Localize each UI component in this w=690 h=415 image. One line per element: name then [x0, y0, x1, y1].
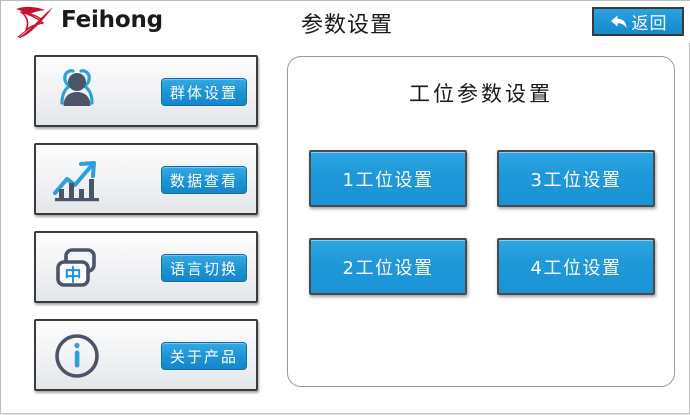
group-users-icon — [49, 65, 105, 121]
language-switch-icon: 中 — [49, 241, 105, 297]
feihong-bird-logo-icon — [9, 3, 61, 41]
info-circle-icon — [49, 329, 105, 385]
sidebar-item-label: 语言切换 — [169, 259, 238, 278]
back-arrow-icon — [609, 13, 629, 31]
station-1-settings-button[interactable]: 1工位设置 — [309, 150, 467, 207]
station-button-label: 1工位设置 — [342, 169, 434, 191]
sidebar: 群体设置 数据查看 — [1, 43, 279, 415]
station-2-settings-button[interactable]: 2工位设置 — [309, 238, 467, 295]
sidebar-item-label: 关于产品 — [169, 347, 238, 366]
sidebar-pill-group-settings[interactable]: 群体设置 — [160, 78, 247, 106]
sidebar-pill-language-switch[interactable]: 语言切换 — [160, 254, 247, 282]
station-3-settings-button[interactable]: 3工位设置 — [497, 150, 655, 207]
sidebar-item-label: 数据查看 — [169, 171, 238, 190]
station-button-label: 4工位设置 — [530, 257, 622, 279]
app-header: Feihong 参数设置 返回 — [1, 1, 690, 43]
station-4-settings-button[interactable]: 4工位设置 — [497, 238, 655, 295]
sidebar-pill-about-product[interactable]: 关于产品 — [160, 342, 247, 370]
station-parameter-panel: 工位参数设置 1工位设置 3工位设置 2工位设置 4工位设置 — [287, 56, 675, 387]
svg-text:中: 中 — [65, 265, 82, 286]
sidebar-item-data-view[interactable]: 数据查看 — [34, 143, 258, 215]
page-title: 参数设置 — [301, 13, 394, 38]
chart-trending-up-icon — [49, 153, 105, 209]
sidebar-item-label: 群体设置 — [169, 83, 238, 102]
back-button-label: 返回 — [631, 14, 668, 34]
sidebar-item-group-settings[interactable]: 群体设置 — [34, 55, 258, 127]
sidebar-item-language-switch[interactable]: 中 语言切换 — [34, 231, 258, 303]
panel-title: 工位参数设置 — [409, 82, 553, 106]
sidebar-pill-data-view[interactable]: 数据查看 — [160, 166, 247, 194]
station-button-label: 3工位设置 — [530, 169, 622, 191]
station-button-label: 2工位设置 — [342, 257, 434, 279]
back-button[interactable]: 返回 — [592, 7, 684, 36]
sidebar-item-about-product[interactable]: 关于产品 — [34, 319, 258, 391]
brand-name: Feihong — [61, 7, 163, 33]
